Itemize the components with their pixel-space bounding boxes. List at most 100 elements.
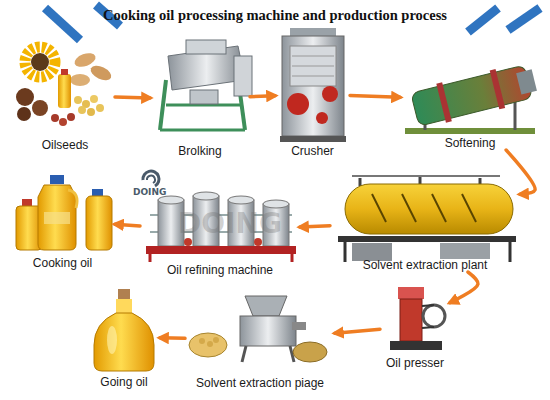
crusher-machine xyxy=(322,86,338,102)
solvent-extraction-piage-machine xyxy=(189,333,227,357)
oilseeds-illustration xyxy=(59,118,67,126)
cooking-oil-bottles xyxy=(22,199,32,206)
oil-refining-machine xyxy=(254,238,262,246)
softening-drum xyxy=(436,82,451,122)
oil-refining-machine xyxy=(184,238,192,246)
oil-refining-machine xyxy=(193,192,219,200)
solvent-extraction-piage-machine xyxy=(199,338,205,344)
oilseeds-illustration xyxy=(90,95,98,103)
oilseeds-illustration xyxy=(78,106,86,114)
flow-arrow xyxy=(160,336,185,340)
process-step: Oil presser xyxy=(380,282,450,370)
going-oil-bottle xyxy=(107,326,117,354)
oil-presser-machine xyxy=(422,305,434,306)
solvent-extraction-plant xyxy=(338,236,516,242)
crusher-machine xyxy=(287,93,309,115)
corner-stripes xyxy=(468,8,498,32)
cooking-oil-bottles xyxy=(50,175,64,184)
softening-drum xyxy=(490,69,505,109)
solvent-extraction-piage-machine xyxy=(240,316,296,346)
oil-refining-machine xyxy=(263,200,289,208)
process-step: Softening xyxy=(400,50,540,150)
going-oil-bottle xyxy=(94,313,154,371)
oilseeds-illustration xyxy=(17,107,31,121)
oil-refining-machine xyxy=(158,196,184,204)
step-label: Softening xyxy=(445,136,496,150)
solvent-extraction-piage-machine xyxy=(292,322,306,330)
solvent-extraction-plant xyxy=(462,194,476,222)
crusher-machine xyxy=(280,28,346,142)
oil-presser-machine xyxy=(423,305,445,327)
oil-presser-machine xyxy=(422,327,434,328)
flow-arrow xyxy=(250,96,275,97)
cooking-oil-bottles xyxy=(68,190,77,208)
going-oil-bottle xyxy=(118,289,130,299)
solvent-extraction-plant xyxy=(402,194,416,222)
process-step: Brolking xyxy=(150,40,250,158)
cooking-oil-bottles xyxy=(86,196,112,250)
solvent-extraction-plant xyxy=(509,242,512,262)
solvent-extraction-plant xyxy=(372,194,386,222)
brolking-machine xyxy=(234,56,252,96)
solvent-extraction-plant xyxy=(419,176,422,184)
oil-refining-machine xyxy=(146,192,296,262)
oilseeds-illustration xyxy=(32,100,48,116)
flow-arrow xyxy=(115,224,140,226)
flow-arrow xyxy=(350,95,400,97)
oilseeds-illustration xyxy=(58,74,71,108)
flow-arrow xyxy=(450,272,478,303)
oilseeds-illustration xyxy=(16,47,114,126)
solvent-extraction-piage-machine xyxy=(293,342,327,362)
diagram-title: Cooking oil processing machine and produ… xyxy=(0,7,550,24)
softening-drum xyxy=(405,61,539,134)
doing-logo xyxy=(147,176,155,183)
oilseeds-illustration xyxy=(51,114,59,122)
solvent-extraction-piage-machine xyxy=(242,346,246,362)
cooking-oil-bottles xyxy=(16,175,112,250)
process-step: Solvent extraction plant xyxy=(330,170,520,272)
oil-presser-machine xyxy=(398,287,424,299)
crusher-machine xyxy=(290,46,336,86)
cooking-oil-bottles xyxy=(44,212,70,224)
solvent-extraction-plant xyxy=(352,175,500,177)
process-step: Solvent extraction piage xyxy=(185,290,335,390)
step-label: Brolking xyxy=(178,144,221,158)
crusher-machine xyxy=(292,66,334,67)
corner-stripes xyxy=(45,8,80,40)
crusher-machine xyxy=(316,112,328,124)
solvent-extraction-piage-machine xyxy=(245,296,287,316)
step-label: Oil refining machine xyxy=(167,263,273,277)
oil-refining-machine xyxy=(291,254,294,262)
brolking-machine xyxy=(160,40,252,130)
oilseeds-illustration xyxy=(70,74,90,86)
oil-presser-machine xyxy=(400,299,422,341)
going-oil-bottle xyxy=(94,289,154,371)
step-label: Solvent extraction plant xyxy=(363,258,488,272)
oil-refining-machine xyxy=(149,254,152,262)
corner-stripes xyxy=(508,8,540,30)
oilseeds-illustration xyxy=(61,69,68,75)
softening-drum xyxy=(516,69,537,94)
brolking-machine xyxy=(190,90,218,104)
brolking-machine xyxy=(160,129,245,132)
oil-presser-machine xyxy=(390,341,442,350)
oilseeds-illustration xyxy=(67,113,75,121)
solvent-extraction-plant xyxy=(344,242,347,262)
step-label: Oilseeds xyxy=(42,138,89,152)
flow-arrow xyxy=(115,95,150,99)
crusher-machine xyxy=(280,136,346,142)
solvent-extraction-piage-machine xyxy=(213,337,219,343)
flow-arrow xyxy=(300,226,330,227)
oil-refining-machine xyxy=(228,196,254,204)
logo-text: DOING xyxy=(133,188,166,197)
oilseeds-illustration xyxy=(25,47,55,77)
oilseeds-illustration xyxy=(31,53,49,71)
softening-drum xyxy=(411,65,533,126)
solvent-extraction-plant xyxy=(432,194,446,222)
cooking-oil-bottles xyxy=(38,185,76,250)
oil-refining-machine xyxy=(146,246,296,254)
process-step: Cooking oil xyxy=(10,172,115,270)
brolking-machine xyxy=(186,40,226,54)
solvent-extraction-plant xyxy=(440,243,490,259)
